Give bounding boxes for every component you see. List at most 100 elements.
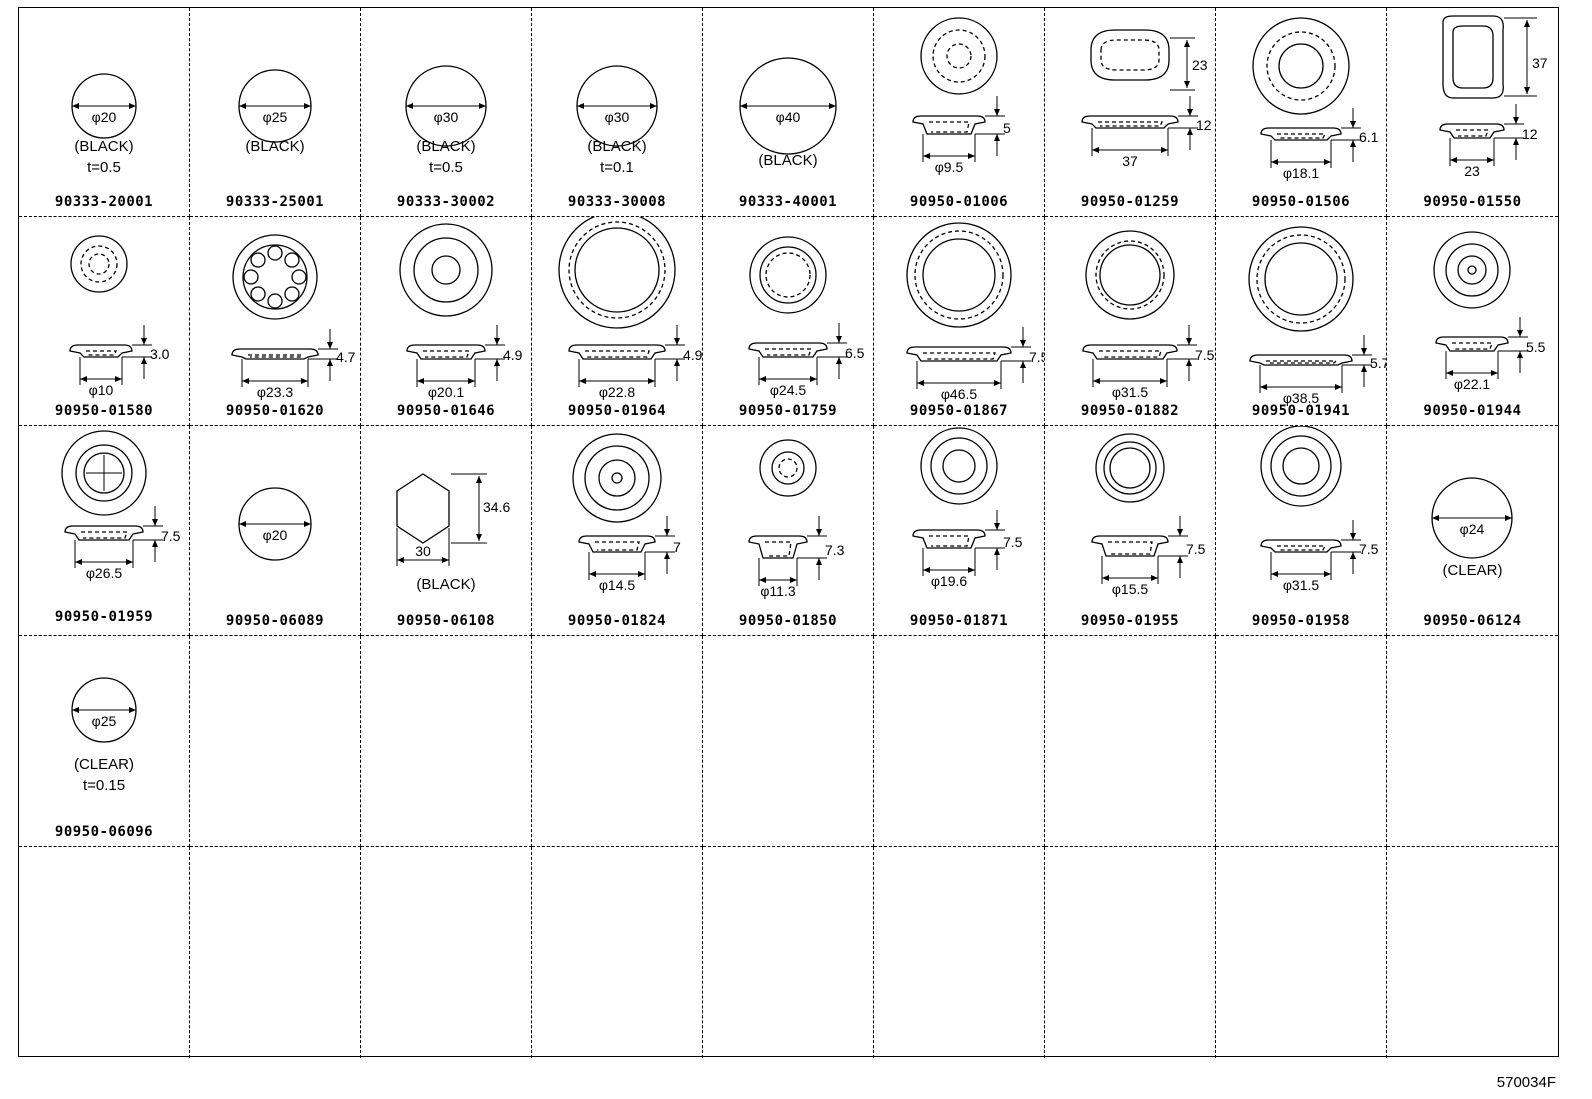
- thickness-note: t=0.15: [82, 777, 126, 794]
- empty-cell: [1216, 847, 1387, 1058]
- part-drawing: φ30: [405, 65, 487, 147]
- part-cell: φ24 (CLEAR) 90950-06124: [1387, 426, 1558, 636]
- empty-cell: [1216, 636, 1387, 847]
- dimension-label: 7.5: [1359, 541, 1379, 557]
- part-number: 90950-01882: [1080, 403, 1180, 419]
- material-note: (CLEAR): [73, 756, 134, 773]
- part-drawing: 34.6 30: [396, 473, 510, 566]
- part-number: 90950-01259: [1080, 194, 1180, 210]
- dimension-label: 4.9: [683, 347, 703, 363]
- dimension-label: 23: [1192, 57, 1208, 73]
- part-number: 90950-01824: [567, 613, 667, 629]
- part-drawing: φ30: [576, 65, 658, 147]
- dimension-label: φ38.5: [1283, 390, 1320, 406]
- part-number: 90950-01871: [909, 613, 1009, 629]
- dimension-label: 7.5: [161, 528, 181, 544]
- dimension-label: 7.5: [1003, 534, 1023, 550]
- part-number: 90950-01941: [1251, 403, 1351, 419]
- part-number: 90950-01620: [225, 403, 325, 419]
- part-number: 90950-06096: [54, 824, 154, 840]
- drawing-code: 570034F: [1496, 1074, 1556, 1091]
- material-note: (CLEAR): [1442, 562, 1503, 579]
- part-drawing: 5.7 φ38.5: [1248, 226, 1387, 406]
- part-drawing: 7.5 φ31.5: [1082, 230, 1215, 400]
- part-cell: φ40(BLACK)90333-40001: [703, 8, 874, 217]
- part-number: 90950-06124: [1423, 613, 1522, 629]
- empty-cell: [532, 847, 703, 1058]
- dimension-label: φ14.5: [599, 577, 636, 593]
- thickness-note: t=0.5: [87, 159, 121, 176]
- empty-cell: [190, 636, 361, 847]
- thickness-note: t=0.1: [600, 159, 634, 176]
- dimension-label: 7.3: [825, 542, 845, 558]
- dimension-label: φ46.5: [941, 386, 978, 402]
- dimension-label: φ25: [263, 109, 288, 125]
- dimension-label: 7.5: [1029, 349, 1045, 365]
- part-number: 90333-20001: [54, 194, 154, 210]
- dimension-label: 37: [1532, 55, 1548, 71]
- material-note: (BLACK): [416, 138, 476, 155]
- part-number: 90950-01759: [738, 403, 838, 419]
- dimension-label: 30: [415, 543, 431, 559]
- part-number: 90333-30008: [567, 194, 667, 210]
- dimension-label: 3.0: [150, 346, 170, 362]
- part-number: 90950-01006: [909, 194, 1009, 210]
- material-note: (BLACK): [245, 138, 305, 155]
- part-cell: 7.5 φ31.5 90950-01882: [1045, 217, 1216, 426]
- empty-cell: [874, 847, 1045, 1058]
- part-number: 90950-01944: [1423, 403, 1522, 419]
- material-note: (BLACK): [758, 152, 818, 169]
- dimension-label: 6.5: [845, 345, 865, 361]
- part-drawing: φ25: [238, 69, 312, 143]
- part-cell: φ25 (CLEAR) t=0.15 90950-06096: [19, 636, 190, 847]
- dimension-label: 6.1: [1359, 129, 1379, 145]
- empty-cell: [1387, 847, 1558, 1058]
- dimension-label: 4.9: [503, 347, 523, 363]
- part-number: 90950-01646: [396, 403, 496, 419]
- dimension-label: φ20: [263, 527, 288, 543]
- dimension-label: 5.5: [1526, 339, 1546, 355]
- dimension-label: 5.7: [1370, 355, 1387, 371]
- dimension-label: φ30: [434, 109, 459, 125]
- part-number: 90950-01959: [54, 609, 154, 625]
- dimension-label: 7.5: [1195, 347, 1215, 363]
- part-drawing: 7.5 φ46.5: [906, 222, 1045, 402]
- dimension-label: φ9.5: [935, 159, 964, 175]
- dimension-label: φ25: [92, 713, 117, 729]
- part-number: 90950-01964: [567, 403, 667, 419]
- material-note: (BLACK): [416, 576, 476, 593]
- thickness-note: t=0.5: [429, 159, 463, 176]
- dimension-label: 37: [1122, 153, 1138, 169]
- dimension-label: φ24.5: [770, 382, 807, 398]
- dimension-label: 23: [1464, 163, 1480, 179]
- part-number: 90950-01506: [1251, 194, 1351, 210]
- empty-cell: [361, 636, 532, 847]
- empty-cell: [532, 636, 703, 847]
- dimension-label: 34.6: [483, 499, 510, 515]
- dimension-label: φ31.5: [1112, 384, 1149, 400]
- dimension-label: φ24: [1460, 521, 1485, 537]
- empty-cell: [1045, 847, 1216, 1058]
- part-drawing: 5φ9.5: [912, 17, 1011, 175]
